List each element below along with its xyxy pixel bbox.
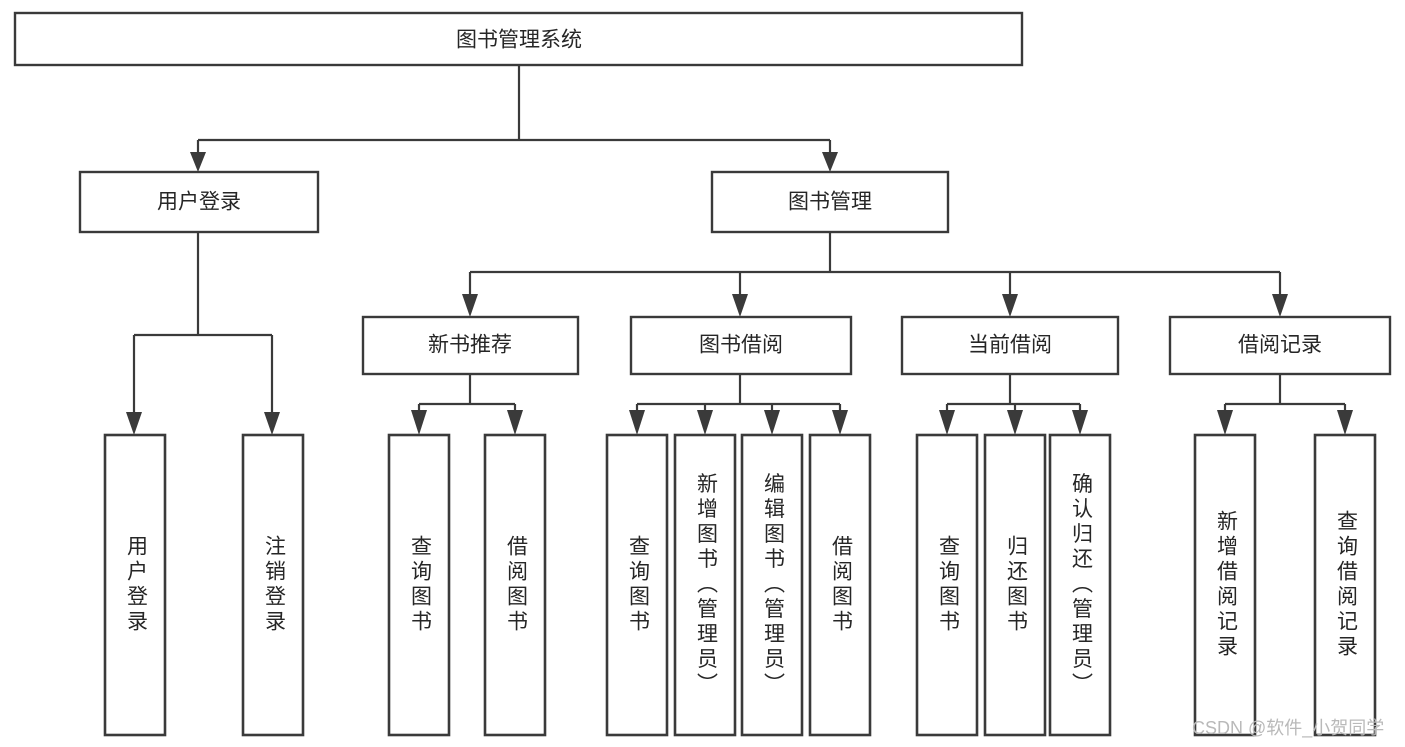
node-leaf-borrow-book-b-label: 借阅图书: [829, 535, 853, 635]
arrow-to-leaf-edit-book: [764, 410, 780, 435]
arrow-to-current-borrow: [1002, 294, 1018, 317]
node-leaf-return-book[interactable]: 归还图书: [983, 433, 1047, 737]
node-leaf-return-book-label: 归还图书: [1004, 535, 1028, 635]
node-leaf-borrow-book-a-label: 借阅图书: [504, 535, 528, 635]
arrow-to-leaf-user-login: [126, 412, 142, 435]
arrow-to-borrow-record: [1272, 294, 1288, 317]
node-leaf-user-login[interactable]: 用户登录: [103, 433, 167, 737]
arrow-to-book-borrow: [732, 294, 748, 317]
arrow-to-leaf-add-record: [1217, 410, 1233, 435]
arrow-to-leaf-query-record: [1337, 410, 1353, 435]
node-leaf-edit-book-label: 编辑图书（管理员）: [761, 473, 785, 698]
node-leaf-confirm-return-box[interactable]: [1048, 433, 1112, 737]
node-leaf-user-login-label: 用户登录: [124, 535, 148, 635]
node-leaf-borrow-book-a-box[interactable]: [483, 433, 547, 737]
node-root-box[interactable]: [13, 11, 1024, 67]
node-user-login-label: 用户登录: [157, 191, 241, 214]
connector-layer: [126, 65, 1353, 435]
node-borrow-record[interactable]: 借阅记录: [1168, 315, 1392, 376]
node-book-manage[interactable]: 图书管理: [710, 170, 950, 234]
node-leaf-borrow-book-b-box[interactable]: [808, 433, 872, 737]
node-leaf-query-book-a-box[interactable]: [387, 433, 451, 737]
arrow-to-new-book-rec: [462, 294, 478, 317]
arrow-to-leaf-borrow-book-b: [832, 410, 848, 435]
arrow-to-leaf-query-book-c: [939, 410, 955, 435]
arrow-to-leaf-query-book-b: [629, 410, 645, 435]
node-leaf-add-book-label: 新增图书（管理员）: [694, 473, 718, 698]
node-new-book-recommend-box[interactable]: [361, 315, 580, 376]
node-leaf-user-login-box[interactable]: [103, 433, 167, 737]
node-new-book-recommend-label: 新书推荐: [428, 334, 512, 357]
node-leaf-query-book-c-box[interactable]: [915, 433, 979, 737]
arrow-to-leaf-logout: [264, 412, 280, 435]
node-leaf-query-book-c-label: 查询图书: [936, 535, 960, 635]
node-borrow-record-label: 借阅记录: [1238, 334, 1322, 357]
node-leaf-logout-box[interactable]: [241, 433, 305, 737]
node-leaf-logout-label: 注销登录: [262, 535, 286, 635]
node-leaf-query-record-label: 查询借阅记录: [1334, 510, 1358, 660]
arrow-root-to-user-login: [190, 152, 206, 172]
node-current-borrow-label: 当前借阅: [968, 334, 1052, 357]
node-leaf-logout[interactable]: 注销登录: [241, 433, 305, 737]
node-book-borrow-box[interactable]: [629, 315, 853, 376]
node-book-manage-label: 图书管理: [788, 191, 872, 214]
node-leaf-borrow-book-b[interactable]: 借阅图书: [808, 433, 872, 737]
arrow-to-leaf-return-book: [1007, 410, 1023, 435]
arrow-to-leaf-borrow-book-a: [507, 410, 523, 435]
node-current-borrow-box[interactable]: [900, 315, 1120, 376]
node-root[interactable]: 图书管理系统: [13, 11, 1024, 67]
arrow-to-leaf-query-book-a: [411, 410, 427, 435]
node-leaf-confirm-return[interactable]: 确认归还（管理员）: [1048, 433, 1112, 737]
node-leaf-edit-book[interactable]: 编辑图书（管理员）: [740, 433, 804, 737]
arrow-to-leaf-add-book: [697, 410, 713, 435]
node-leaf-query-book-b-label: 查询图书: [626, 535, 650, 635]
node-leaf-query-book-b[interactable]: 查询图书: [605, 433, 669, 737]
node-root-label: 图书管理系统: [456, 29, 582, 52]
node-leaf-query-record-box[interactable]: [1313, 433, 1377, 737]
node-book-borrow[interactable]: 图书借阅: [629, 315, 853, 376]
node-leaf-add-record-box[interactable]: [1193, 433, 1257, 737]
node-current-borrow[interactable]: 当前借阅: [900, 315, 1120, 376]
node-leaf-add-record-label: 新增借阅记录: [1214, 510, 1238, 660]
csdn-watermark: CSDN @软件_小贺同学: [1192, 718, 1384, 739]
node-leaf-add-record[interactable]: 新增借阅记录: [1193, 433, 1257, 737]
node-book-manage-box[interactable]: [710, 170, 950, 234]
node-leaf-query-book-a-label: 查询图书: [408, 535, 432, 635]
node-user-login[interactable]: 用户登录: [78, 170, 320, 234]
node-borrow-record-box[interactable]: [1168, 315, 1392, 376]
node-leaf-borrow-book-a[interactable]: 借阅图书: [483, 433, 547, 737]
node-leaf-query-book-c[interactable]: 查询图书: [915, 433, 979, 737]
node-user-login-box[interactable]: [78, 170, 320, 234]
node-leaf-confirm-return-label: 确认归还（管理员）: [1069, 473, 1093, 698]
arrow-root-to-book-manage: [822, 152, 838, 172]
node-leaf-query-book-b-box[interactable]: [605, 433, 669, 737]
node-leaf-query-book-a[interactable]: 查询图书: [387, 433, 451, 737]
node-leaf-add-book[interactable]: 新增图书（管理员）: [673, 433, 737, 737]
node-new-book-recommend[interactable]: 新书推荐: [361, 315, 580, 376]
node-book-borrow-label: 图书借阅: [699, 334, 783, 357]
node-leaf-add-book-box[interactable]: [673, 433, 737, 737]
node-leaf-return-book-box[interactable]: [983, 433, 1047, 737]
node-leaf-edit-book-box[interactable]: [740, 433, 804, 737]
node-leaf-query-record[interactable]: 查询借阅记录: [1313, 433, 1377, 737]
arrow-to-leaf-confirm-return: [1072, 410, 1088, 435]
